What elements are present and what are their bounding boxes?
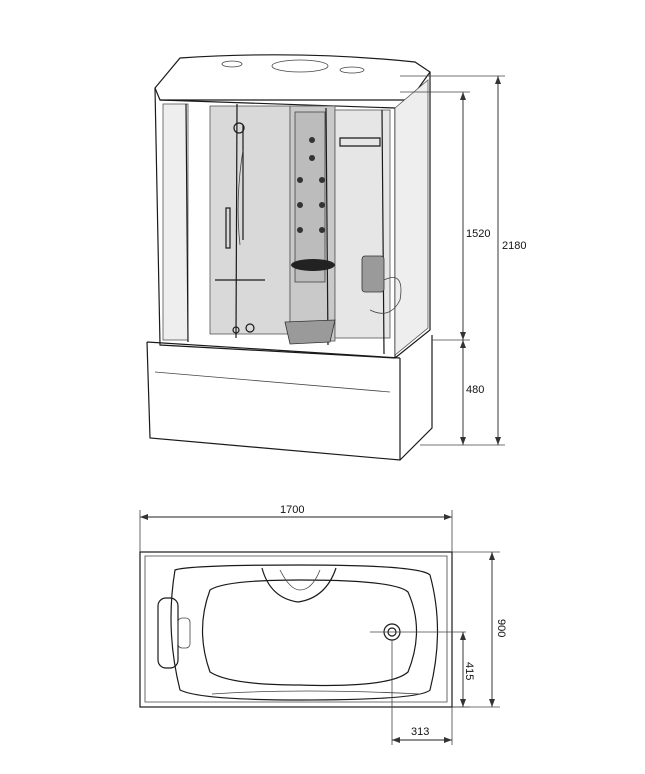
tub-plan [139,551,466,708]
dim-total-height: 2180 [502,240,526,252]
dim-cabin-height: 1520 [466,228,490,240]
cabin-elevation [146,54,433,461]
tub-outer-rim [139,551,453,708]
grab-bar [225,207,231,249]
hand-shower-icon [233,122,245,134]
seat [284,319,336,345]
dim-width: 900 [495,619,507,637]
roof-vent [271,59,329,73]
pillow [157,597,179,669]
drain-knob [245,323,255,333]
back-panel-right [334,109,391,339]
back-panel-left [209,105,291,335]
jet-column [294,111,326,283]
roof-speaker [339,66,365,74]
control-panel [361,255,385,293]
cabin-roof [154,54,431,101]
dim-drain-offset-x: 313 [411,726,429,738]
tub-basin [170,564,439,701]
tub-floor [201,579,418,687]
seat-shadow [291,259,335,271]
plan-dimensions: 1700 900 415 313 [139,504,507,745]
elevation-dimensions: 1520 480 2180 [400,75,526,446]
dim-length: 1700 [280,504,304,516]
tub-base [146,335,433,461]
roof-light [221,60,243,68]
dim-drain-offset-y: 415 [463,662,475,680]
corner-shelf [339,137,381,147]
left-glass-panel [162,103,189,341]
right-glass-panel [394,79,429,356]
dim-tub-height: 480 [466,384,484,396]
headrest [261,567,337,603]
tub-apron-line [154,371,391,393]
